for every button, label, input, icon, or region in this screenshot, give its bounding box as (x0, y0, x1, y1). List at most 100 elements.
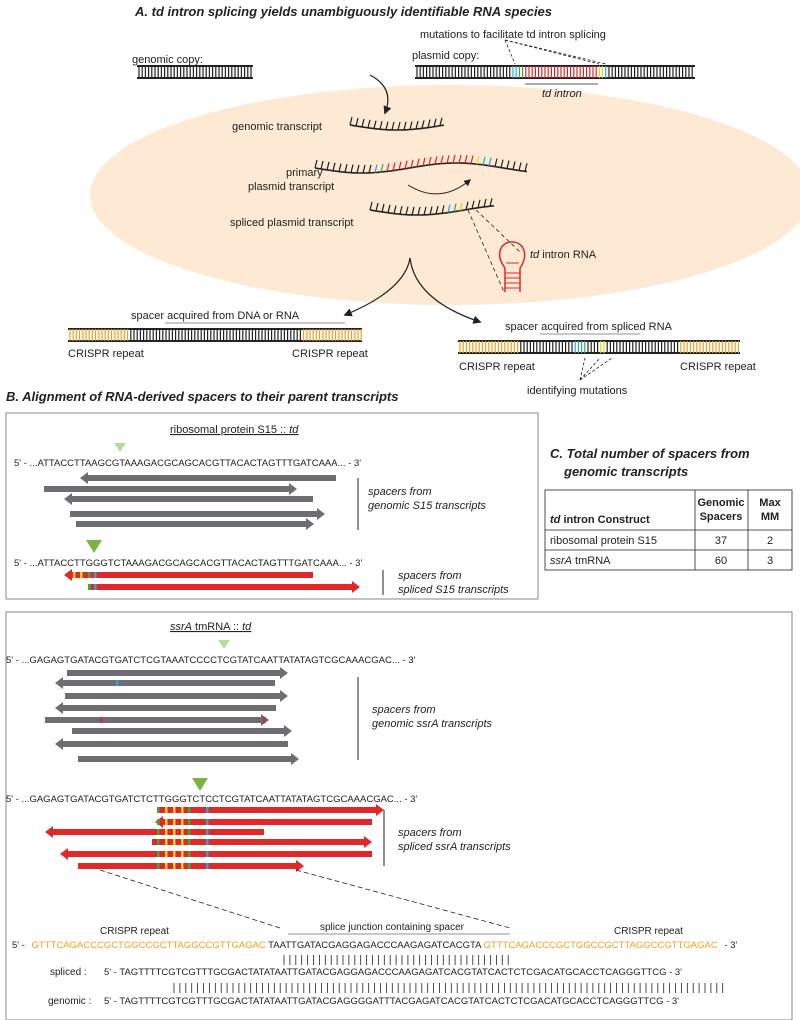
zoom-line-left (99, 869, 281, 929)
spacer-mutation-mark (181, 851, 184, 857)
spacer-arrow (157, 804, 384, 816)
rna-base (410, 159, 414, 168)
ssra-genomic-label-1: spacers from (372, 704, 436, 716)
spacer-mutation-mark (157, 839, 160, 845)
rna-base (477, 199, 481, 208)
rna-base (483, 198, 487, 208)
s15-genomic-label-1: spacers from (368, 486, 432, 498)
mutation-pointer-lines (504, 39, 607, 65)
spacer-mutation-mark (181, 819, 184, 825)
rna-base (434, 156, 438, 165)
s15-box-title: ribosomal protein S15 :: td (170, 424, 299, 436)
crispr-repeat-label-4: CRISPR repeat (680, 361, 756, 373)
rna-base (433, 118, 437, 127)
table-header-spacers-2: Spacers (700, 511, 743, 523)
rna-base (459, 202, 463, 211)
spacer-arrow (78, 860, 304, 872)
table-row-2-spacers: 60 (715, 555, 727, 567)
identifying-mutation-pointers (579, 357, 613, 381)
rna-base (392, 162, 396, 171)
rna-base (338, 163, 342, 172)
rna-base (453, 203, 457, 212)
rna-base (362, 164, 366, 174)
ssra-spliced-sequence: 5' - ...GAGAGTGATACGTGATCTCTTGGGTCTCCTCG… (6, 794, 417, 805)
rna-base (409, 121, 413, 130)
spacer-mutation-mark (173, 863, 176, 869)
s15-splice-site-triangle (86, 540, 102, 553)
rna-base (429, 206, 433, 215)
spacer-arrow (80, 472, 336, 484)
rna-base (512, 161, 516, 170)
rna-base (446, 155, 450, 164)
spacer-mutation-mark (188, 863, 191, 869)
spacer-mutation-mark (206, 819, 209, 825)
spacer-mutation-mark (181, 839, 184, 845)
rna-base (387, 204, 391, 213)
spacer-mutation-mark (165, 819, 168, 825)
rna-base (494, 158, 498, 167)
crispr-array-left (68, 328, 362, 342)
acquire-dna-arrow (343, 257, 411, 317)
spacer-spliced-label: spacer acquired from spliced RNA (505, 321, 673, 333)
genomic-transcript-label: genomic transcript (232, 121, 322, 133)
spacer-arrow (55, 738, 288, 750)
rna-base (416, 158, 420, 167)
rna-base (379, 121, 383, 130)
rna-base (326, 161, 330, 171)
spacer-mutation-mark (157, 807, 160, 813)
spacer-mutation-mark (206, 807, 209, 813)
zoom-line-right (295, 869, 511, 929)
spliced-row-sequence: 5' - TAGTTTTCGTCGTTTGCGACTATATAATTGATACG… (104, 967, 682, 978)
panel-b-title: B. Alignment of RNA-derived spacers to t… (6, 389, 398, 404)
table-header-spacers-1: Genomic (697, 497, 744, 509)
spacer-mutation-mark (173, 819, 176, 825)
spacer-mutation-mark (206, 863, 209, 869)
rna-base (411, 206, 415, 216)
ssra-spliced-label-1: spacers from (398, 827, 462, 839)
splicing-arrow (407, 179, 472, 195)
base-pair-lines-bottom (173, 983, 724, 993)
spacer-arrow (70, 508, 325, 520)
bottom-crispr-repeat-left: CRISPR repeat (100, 926, 169, 937)
spacer-mutation-mark (165, 839, 168, 845)
rna-base (518, 162, 522, 171)
identifying-mutations-label: identifying mutations (527, 385, 628, 397)
spacer-arrow (64, 569, 313, 581)
table-row-1-construct: ribosomal protein S15 (550, 535, 657, 547)
bottom-crispr-repeat-right: CRISPR repeat (614, 926, 683, 937)
table-row-2-construct: ssrA tmRNA (550, 555, 611, 567)
panel-c-title-2: genomic transcripts (563, 464, 688, 479)
rna-base (350, 164, 354, 173)
rna-base (506, 160, 510, 169)
spacer-mutation-mark (188, 819, 191, 825)
td-intron-label: td intron (542, 88, 582, 100)
spacer-arrow (78, 753, 299, 765)
spacer-mutation-mark (157, 863, 160, 869)
rna-base (403, 121, 407, 131)
table-header-mm-1: Max (759, 497, 781, 509)
rna-base (488, 157, 492, 166)
s15-spliced-sequence: 5' - ...ATTACCTTGGGTCTAAAGACGCAGCACGTTAC… (14, 558, 362, 569)
ssra-splice-site-light-triangle (218, 640, 230, 649)
spliced-transcript-label: spliced plasmid transcript (230, 217, 354, 229)
spacer-mutation-mark (173, 829, 176, 835)
rna-base (500, 159, 504, 168)
plasmid-dna-copy (415, 65, 695, 79)
s15-spliced-label-2: spliced S15 transcripts (398, 584, 509, 596)
genomic-dna-copy (137, 65, 253, 79)
rna-base (397, 121, 401, 131)
spacer-mutation-mark (157, 829, 160, 835)
rna-base (482, 156, 486, 165)
rna-base (421, 120, 425, 129)
rna-backbone (314, 162, 528, 174)
spacer-arrow (55, 702, 276, 714)
ssra-genomic-spacers (45, 667, 299, 765)
crispr-repeat-label-3: CRISPR repeat (459, 361, 535, 373)
s15-spliced-spacers (64, 569, 360, 593)
spacer-mutation-mark (181, 863, 184, 869)
rna-base (369, 201, 373, 211)
spacer-mutation-mark (116, 680, 119, 686)
rna-base (440, 155, 444, 164)
spacer-mutation-mark (188, 851, 191, 857)
